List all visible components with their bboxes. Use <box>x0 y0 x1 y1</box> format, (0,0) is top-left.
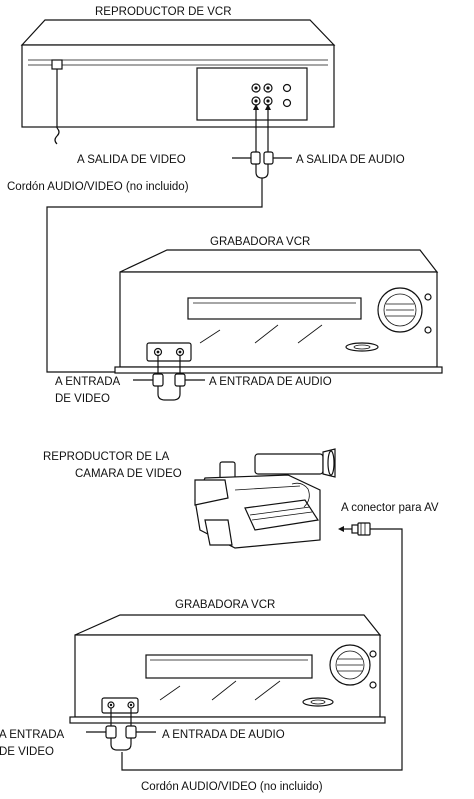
label-video-out: A SALIDA DE VIDEO <box>77 154 186 166</box>
top-cable-plugs <box>46 104 292 373</box>
recorder-vcr-1 <box>114 249 443 374</box>
label-video-in-2-line2: DE VIDEO <box>0 746 54 758</box>
player-vcr <box>20 19 336 145</box>
label-av-connector: A conector para AV <box>341 502 439 514</box>
label-recorder-vcr-2: GRABADORA VCR <box>175 599 275 611</box>
label-video-in-2-line1: A ENTRADA <box>0 729 65 741</box>
av-cable <box>121 522 403 771</box>
camcorder <box>194 448 336 549</box>
label-cable-bottom: Cordón AUDIO/VIDEO (no incluido) <box>141 781 323 793</box>
label-cable-top: Cordón AUDIO/VIDEO (no incluido) <box>7 181 189 193</box>
label-audio-in-1: A ENTRADA DE AUDIO <box>209 376 332 388</box>
label-recorder-vcr-1: GRABADORA VCR <box>210 236 310 248</box>
label-camcorder-line2: CAMARA DE VIDEO <box>75 468 182 480</box>
label-video-in-1-line2: DE VIDEO <box>55 393 110 405</box>
label-audio-out: A SALIDA DE AUDIO <box>296 154 405 166</box>
label-player-vcr: REPRODUCTOR DE VCR <box>95 6 232 18</box>
recorder-2-input-plugs <box>86 708 156 751</box>
label-audio-in-2: A ENTRADA DE AUDIO <box>162 729 285 741</box>
label-camcorder-line1: REPRODUCTOR DE LA <box>43 451 170 463</box>
label-video-in-1-line1: A ENTRADA <box>55 376 121 388</box>
recorder-1-input-plugs <box>133 356 205 401</box>
recorder-vcr-2 <box>69 614 386 724</box>
player-rear-jacks <box>251 83 292 108</box>
